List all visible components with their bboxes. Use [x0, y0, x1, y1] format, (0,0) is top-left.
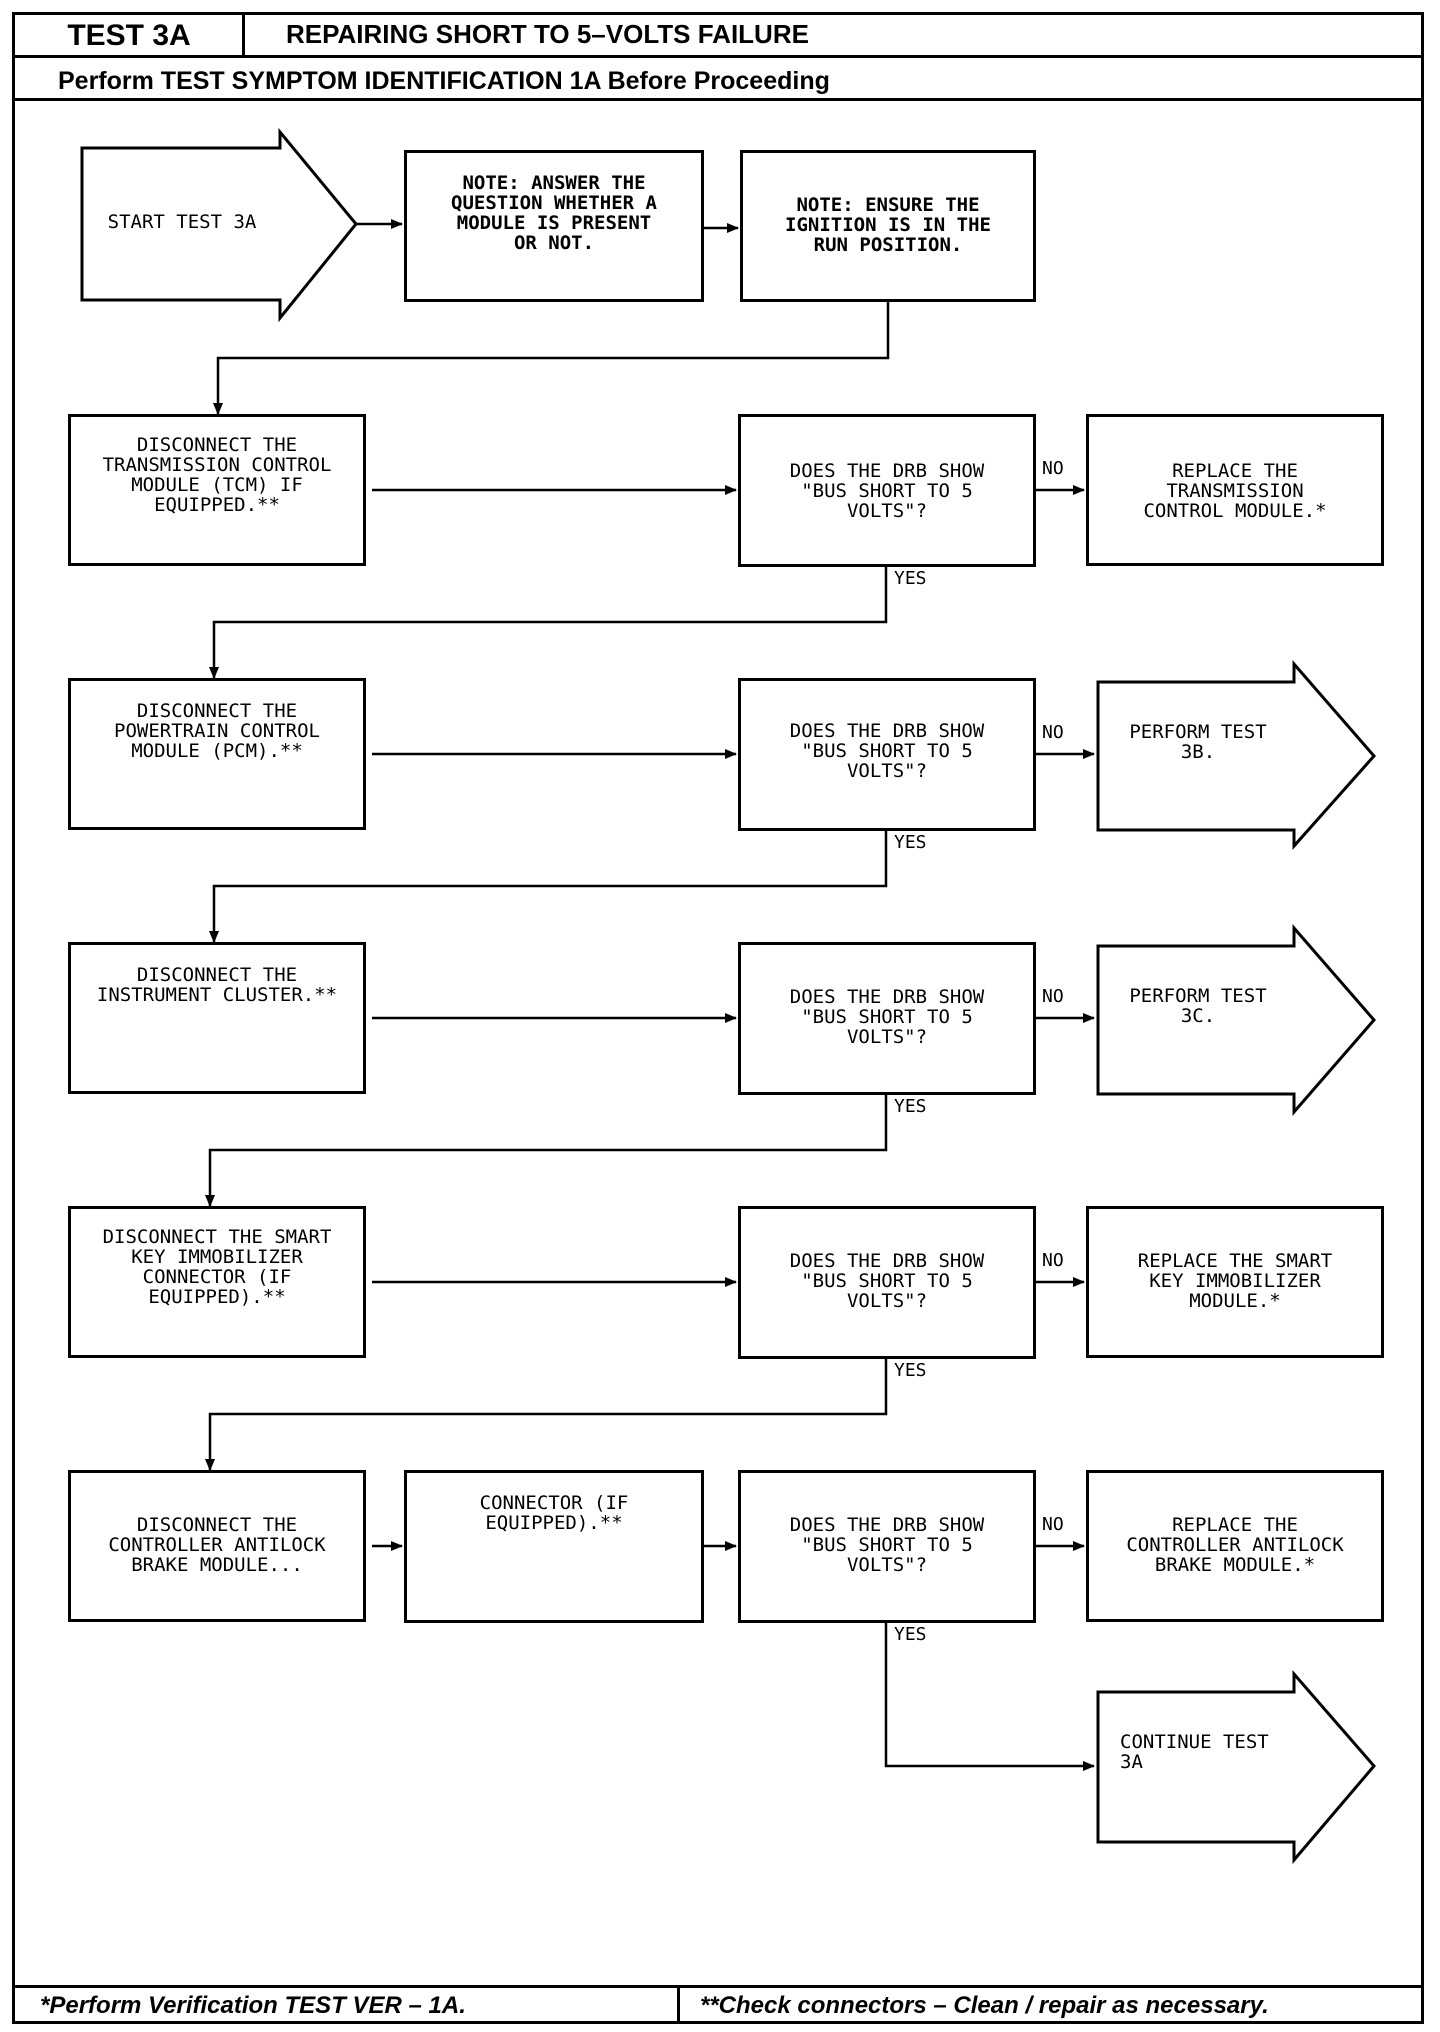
- step-disconnect-pcm: DISCONNECT THE POWERTRAIN CONTROL MODULE…: [68, 678, 366, 830]
- step-disconnect-immobilizer: DISCONNECT THE SMART KEY IMMOBILIZER CON…: [68, 1206, 366, 1358]
- footer-divider: [12, 1985, 1424, 1988]
- yes-label-2: YES: [894, 832, 927, 853]
- question-box-1: DOES THE DRB SHOW "BUS SHORT TO 5 VOLTS"…: [738, 414, 1036, 567]
- no-label-4: NO: [1042, 1250, 1064, 1271]
- question-box-3: DOES THE DRB SHOW "BUS SHORT TO 5 VOLTS"…: [738, 942, 1036, 1095]
- step-disconnect-tcm: DISCONNECT THE TRANSMISSION CONTROL MODU…: [68, 414, 366, 566]
- step-disconnect-cluster: DISCONNECT THE INSTRUMENT CLUSTER.**: [68, 942, 366, 1094]
- start-arrow-shape: [80, 127, 358, 323]
- no-label-3: NO: [1042, 986, 1064, 1007]
- continue-label: CONTINUE TEST 3A: [1120, 1731, 1269, 1773]
- result3-arrow-shape: [1096, 923, 1376, 1117]
- result-replace-abs: REPLACE THE CONTROLLER ANTILOCK BRAKE MO…: [1086, 1470, 1384, 1622]
- header-divider: [12, 55, 1424, 58]
- result-replace-immobilizer: REPLACE THE SMART KEY IMMOBILIZER MODULE…: [1086, 1206, 1384, 1358]
- no-label-1: NO: [1042, 458, 1064, 479]
- yes-label-1: YES: [894, 568, 927, 589]
- result2-label: PERFORM TEST 3B.: [1129, 721, 1267, 763]
- footer-verification-note: *Perform Verification TEST VER – 1A.: [40, 1992, 466, 2019]
- question-box-2: DOES THE DRB SHOW "BUS SHORT TO 5 VOLTS"…: [738, 678, 1036, 831]
- start-label: START TEST 3A: [107, 211, 257, 233]
- step-abs-connector: CONNECTOR (IF EQUIPPED).**: [404, 1470, 704, 1623]
- page-title: REPAIRING SHORT TO 5–VOLTS FAILURE: [286, 18, 809, 49]
- footer-separator: [677, 1985, 680, 2024]
- result-replace-tcm: REPLACE THE TRANSMISSION CONTROL MODULE.…: [1086, 414, 1384, 566]
- page-frame: [12, 12, 1424, 2024]
- question-box-5: DOES THE DRB SHOW "BUS SHORT TO 5 VOLTS"…: [738, 1470, 1036, 1623]
- subtitle-divider: [12, 98, 1424, 101]
- yes-label-4: YES: [894, 1360, 927, 1381]
- continue-arrow-shape: [1096, 1669, 1376, 1865]
- footer-connector-note: **Check connectors – Clean / repair as n…: [700, 1992, 1269, 2019]
- test-id: TEST 3A: [67, 19, 191, 52]
- step-disconnect-abs: DISCONNECT THE CONTROLLER ANTILOCK BRAKE…: [68, 1470, 366, 1622]
- result3-label: PERFORM TEST 3C.: [1129, 985, 1267, 1027]
- no-label-5: NO: [1042, 1514, 1064, 1535]
- header-separator: [242, 12, 245, 56]
- note-module-box: NOTE: ANSWER THE QUESTION WHETHER A MODU…: [404, 150, 704, 302]
- result2-arrow-shape: [1096, 659, 1376, 850]
- note-ignition-box: NOTE: ENSURE THE IGNITION IS IN THE RUN …: [740, 150, 1036, 302]
- yes-label-5: YES: [894, 1624, 927, 1645]
- question-box-4: DOES THE DRB SHOW "BUS SHORT TO 5 VOLTS"…: [738, 1206, 1036, 1359]
- no-label-2: NO: [1042, 722, 1064, 743]
- yes-label-3: YES: [894, 1096, 927, 1117]
- page-subtitle: Perform TEST SYMPTOM IDENTIFICATION 1A B…: [58, 66, 830, 95]
